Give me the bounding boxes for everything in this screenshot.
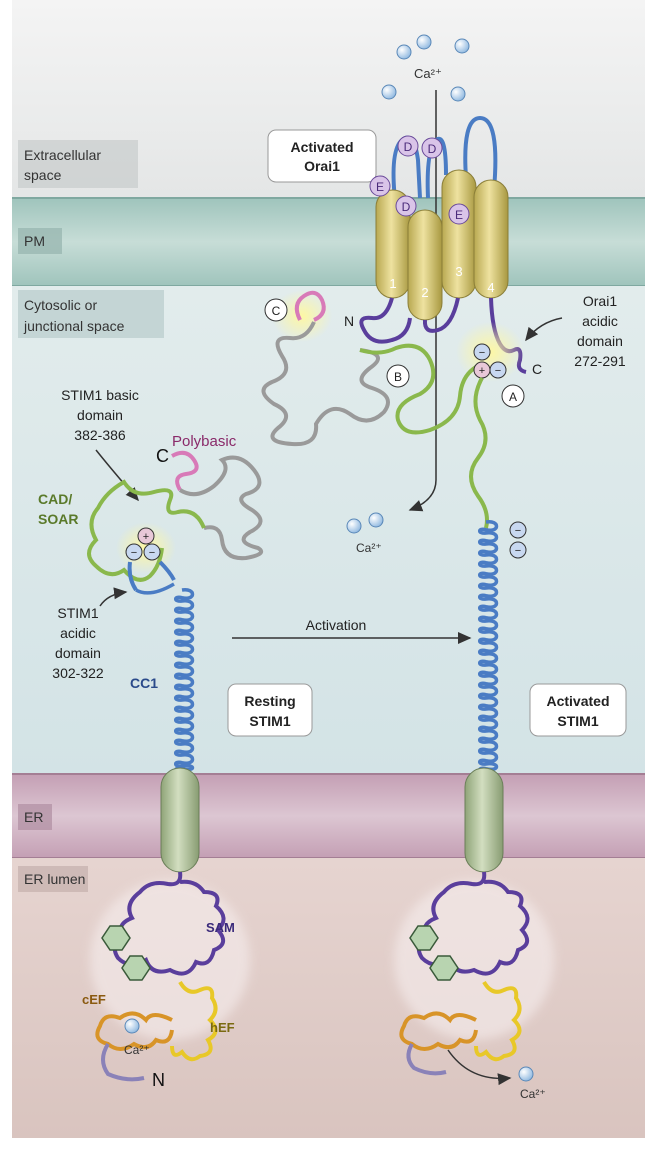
activation-label: Activation xyxy=(306,617,367,633)
residue-markers: D D E D E xyxy=(369,135,470,225)
residue-e2: E xyxy=(455,208,463,222)
marker-b: B xyxy=(394,370,402,384)
svg-text:−: − xyxy=(149,547,155,559)
released-ca-label: Ca²⁺ xyxy=(520,1087,546,1101)
resting-coiled-coil xyxy=(173,588,195,774)
cytosolic-ca: Ca²⁺ xyxy=(346,512,384,555)
svg-text:−: − xyxy=(515,545,521,557)
orai-acidic-line2: acidic xyxy=(582,313,618,329)
svg-text:+: + xyxy=(479,365,485,377)
activated-stim1-tm xyxy=(464,767,504,873)
hexagon-glycan-4 xyxy=(429,955,459,981)
activated-stim1-luminal: Ca²⁺ xyxy=(394,871,554,1101)
residue-d2: D xyxy=(428,142,437,156)
tm-number-4: 4 xyxy=(487,280,494,295)
activated-stim1-coil: − − xyxy=(477,520,527,774)
cytosolic-label-line2: junctional space xyxy=(23,318,125,334)
cc1-label: CC1 xyxy=(130,675,158,691)
cad-soar-line1: CAD/ xyxy=(38,491,72,507)
orai-acidic-line1: Orai1 xyxy=(583,293,617,309)
residue-e1: E xyxy=(376,180,384,194)
activated-orai1-label-line1: Activated xyxy=(290,139,353,155)
extracellular-label-line1: Extracellular xyxy=(24,147,101,163)
sam-label: SAM xyxy=(206,920,235,935)
cef-label: cEF xyxy=(82,992,106,1007)
resting-stim1-tm xyxy=(160,767,200,873)
svg-text:−: − xyxy=(131,547,137,559)
polybasic-label: Polybasic xyxy=(172,433,237,450)
orai-acidic-line4: 272-291 xyxy=(574,353,626,369)
activation-arrow: Activation xyxy=(232,617,472,644)
plasma-membrane xyxy=(12,198,645,286)
resting-stim1-luminal: SAM hEF cEF Ca²⁺ N xyxy=(82,871,250,1090)
tm-number-3: 3 xyxy=(455,264,462,279)
marker-c: C xyxy=(272,304,281,318)
stim1-basic-line3: 382-386 xyxy=(74,427,126,443)
resting-stim1-box: Resting STIM1 xyxy=(227,683,313,737)
ca-influx-arrow xyxy=(408,90,437,512)
hexagon-glycan-2 xyxy=(121,955,151,981)
activated-stim1-line1: Activated xyxy=(546,693,609,709)
resting-n-terminus: N xyxy=(152,1070,165,1090)
tm-number-1: 1 xyxy=(389,276,396,291)
er-lumen-label: ER lumen xyxy=(24,871,85,887)
lumen-ca-label: Ca²⁺ xyxy=(124,1043,150,1057)
stim1-acidic-line2: acidic xyxy=(60,625,96,641)
stim1-acidic-line4: 302-322 xyxy=(52,665,104,681)
orai-c-terminus: C xyxy=(532,361,542,377)
svg-text:+: + xyxy=(143,531,149,543)
activated-stim1-box: Activated STIM1 xyxy=(529,683,627,737)
resting-stim1-line2: STIM1 xyxy=(249,713,290,729)
marker-a: A xyxy=(509,390,517,404)
region-labels: Extracellular space PM Cytosolic or junc… xyxy=(18,140,164,892)
resting-stim1-line1: Resting xyxy=(244,693,295,709)
resting-stim1-cytosolic: STIM1 basic domain 382-386 C Polybasic C… xyxy=(38,387,263,774)
residue-d3: D xyxy=(402,200,411,214)
svg-text:−: − xyxy=(495,365,501,377)
svg-text:−: − xyxy=(515,525,521,537)
er-membrane xyxy=(12,774,645,858)
resting-c-terminus: C xyxy=(156,446,169,466)
extracellular-label-line2: space xyxy=(24,167,62,183)
orai-n-terminus: N xyxy=(344,313,354,329)
activated-coiled-coil xyxy=(477,520,499,774)
pm-label: PM xyxy=(24,233,45,249)
tm-number-2: 2 xyxy=(421,285,428,300)
extracellular-ca-label: Ca²⁺ xyxy=(414,66,442,81)
orai1-acidic-domain-annotation: Orai1 acidic domain 272-291 xyxy=(525,293,626,369)
orai1-channel: Activated Orai1 1 2 3 4 D D E D E N xyxy=(267,115,542,377)
er-label: ER xyxy=(24,809,43,825)
stim1-acidic-line3: domain xyxy=(55,645,101,661)
orai-acidic-line3: domain xyxy=(577,333,623,349)
hexagon-glycan-3 xyxy=(409,925,439,951)
hexagon-glycan-1 xyxy=(101,925,131,951)
activated-orai1-label-line2: Orai1 xyxy=(304,158,340,174)
hef-label: hEF xyxy=(210,1020,235,1035)
svg-text:−: − xyxy=(479,347,485,359)
cytosol-ca-label: Ca²⁺ xyxy=(356,541,382,555)
residue-d1: D xyxy=(404,140,413,154)
cad-soar-line2: SOAR xyxy=(38,511,78,527)
activated-stim1-cterm: B C A − + − xyxy=(261,290,525,529)
stim1-basic-line2: domain xyxy=(77,407,123,423)
stim1-basic-line1: STIM1 basic xyxy=(61,387,139,403)
extracellular-ca-ions: Ca²⁺ xyxy=(381,34,470,102)
orai-tm2 xyxy=(407,209,443,321)
cytosolic-label-line1: Cytosolic or xyxy=(24,297,97,313)
stim1-acidic-line1: STIM1 xyxy=(57,605,98,621)
activated-stim1-line2: STIM1 xyxy=(557,713,598,729)
